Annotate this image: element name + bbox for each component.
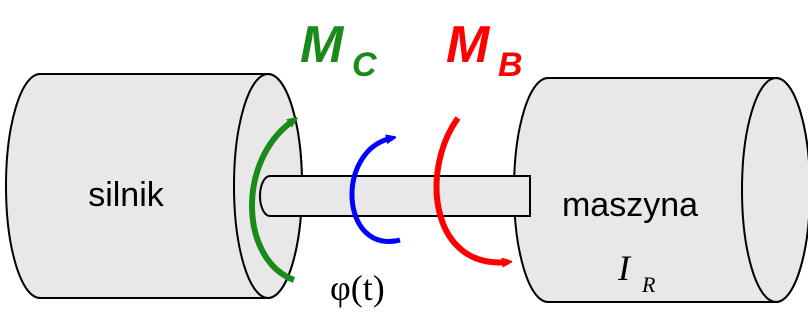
inertia-subscript: R	[641, 272, 656, 297]
torque-c-symbol: M	[300, 16, 345, 74]
angle-label: φ(t)	[330, 268, 385, 308]
motor-cylinder	[5, 73, 303, 299]
torque-c-arrow	[249, 120, 294, 283]
inertia-symbol: I	[617, 248, 632, 288]
torque-b-symbol: M	[446, 16, 491, 74]
motor-label: silnik	[88, 176, 165, 214]
torque-b-label: M B	[446, 16, 523, 84]
torque-b-arrow	[433, 116, 508, 262]
torque-c-label: M C	[300, 16, 377, 84]
machine-cylinder	[513, 77, 808, 303]
torque-c-subscript: C	[352, 46, 377, 84]
inertia-label: I R	[617, 248, 656, 297]
shaft	[259, 175, 531, 217]
torque-b-subscript: B	[498, 46, 523, 84]
machine-label: maszyna	[562, 186, 698, 224]
angle-arrow	[349, 138, 401, 244]
